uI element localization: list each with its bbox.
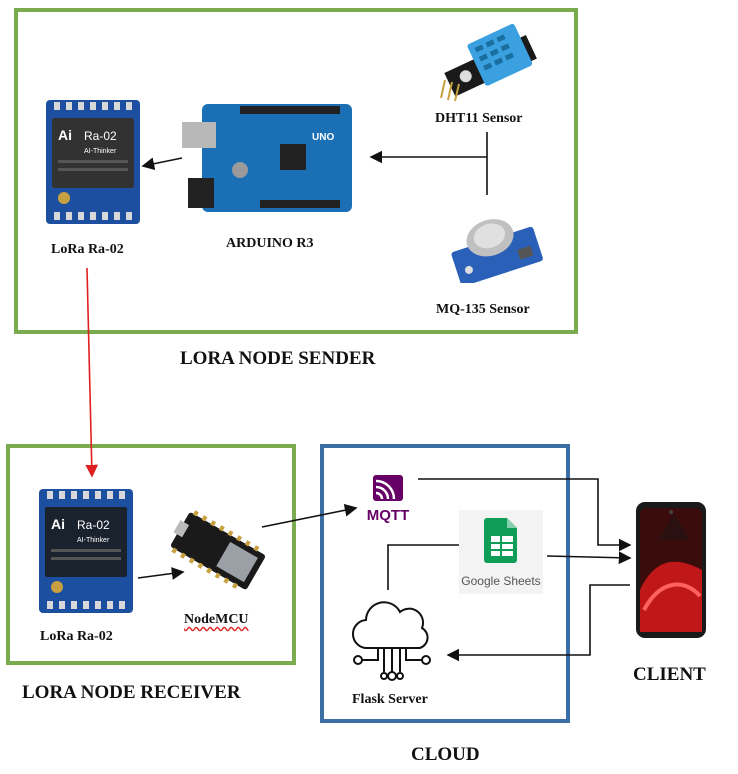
mqtt-logo: MQTT (357, 473, 419, 524)
mq135-sensor-icon (451, 219, 543, 287)
arrow-lora-link (85, 267, 99, 478)
arrow-arduino-to-lora (141, 157, 183, 171)
svg-text:Ai: Ai (58, 127, 72, 143)
svg-text:Ra-02: Ra-02 (84, 129, 117, 143)
svg-text:AI-Thinker: AI-Thinker (84, 148, 117, 155)
lora-module-sender: Ai Ra-02 AI-Thinker (44, 98, 142, 226)
flask-server-cloud (346, 590, 438, 682)
arrow-nodemcu-to-mqtt (261, 503, 358, 528)
dht11-label: DHT11 Sensor (435, 111, 523, 126)
google-sheets-logo: Google Sheets (459, 510, 543, 594)
arrow-mqtt-to-client (418, 478, 632, 552)
client-phone (634, 500, 708, 640)
lora-module-icon: Ai Ra-02 AI-Thinker (46, 100, 140, 224)
svg-text:Ra-02: Ra-02 (77, 518, 110, 532)
mq135-label: MQ-135 Sensor (436, 302, 530, 317)
arrow-client-to-flask (446, 584, 630, 662)
google-sheets-label: Google Sheets (461, 574, 541, 588)
nodemcu-icon (170, 510, 266, 590)
cloud-server-icon (351, 601, 431, 681)
mqtt-icon: MQTT (367, 475, 410, 524)
arduino-board: UNO (180, 100, 355, 215)
cloud-box (320, 444, 570, 723)
google-sheets-icon (484, 518, 517, 563)
arduino-label: ARDUINO R3 (226, 236, 314, 251)
lora-module-receiver: Ai Ra-02 AI-Thinker (37, 487, 135, 615)
mq135-sensor (447, 213, 543, 287)
receiver-box (6, 444, 296, 665)
cloud-title: CLOUD (411, 744, 480, 765)
dht11-sensor-icon (440, 23, 537, 102)
arduino-uno-icon: UNO (182, 104, 352, 212)
sender-box (14, 8, 578, 334)
nodemcu-board (166, 509, 270, 593)
sender-lora-label: LoRa Ra-02 (51, 242, 124, 257)
smartphone-icon (636, 502, 706, 638)
lora-module-icon: Ai Ra-02 AI-Thinker (39, 489, 133, 613)
svg-text:Ai: Ai (51, 516, 65, 532)
svg-text:MQTT: MQTT (367, 507, 410, 523)
nodemcu-label: NodeMCU (184, 612, 249, 627)
sender-title: LORA NODE SENDER (180, 348, 376, 369)
receiver-title: LORA NODE RECEIVER (22, 682, 241, 703)
arrow-flask-to-sheets (387, 538, 474, 590)
svg-text:AI-Thinker: AI-Thinker (77, 537, 110, 544)
svg-text:UNO: UNO (312, 132, 334, 143)
dht11-sensor (437, 23, 547, 102)
client-title: CLIENT (633, 664, 706, 685)
arrow-sheets-to-client (546, 551, 632, 565)
flask-server-label: Flask Server (352, 692, 428, 707)
arrow-lora-to-nodemcu (137, 567, 185, 580)
receiver-lora-label: LoRa Ra-02 (40, 629, 113, 644)
